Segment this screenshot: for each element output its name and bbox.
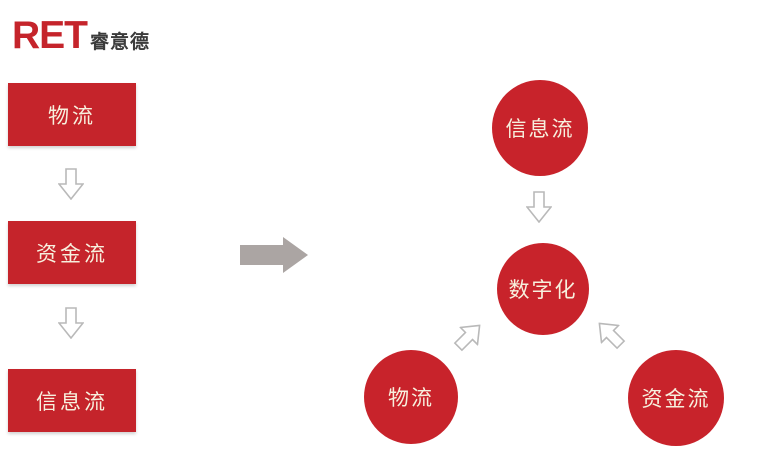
transform-right-arrow-icon: [240, 237, 308, 273]
circle-capital-flow: 资金流: [628, 350, 724, 446]
circle-label: 资金流: [641, 388, 711, 411]
up-left-arrow-icon: [582, 306, 639, 363]
circle-logistics: 物流: [364, 350, 458, 444]
down-arrow-icon: [526, 191, 552, 223]
circle-information-flow: 信息流: [492, 80, 588, 176]
down-arrow-icon: [58, 307, 84, 339]
circle-digitalization: 数字化: [497, 243, 589, 335]
circle-label: 数字化: [508, 279, 578, 302]
brand-logo-cn-text: 睿意德: [90, 32, 151, 53]
brand-logo-text: RET: [12, 14, 88, 57]
flow-box-label: 物流: [48, 104, 96, 128]
brand-logo: RET 睿意德: [12, 16, 150, 55]
flow-box-logistics: 物流: [8, 83, 136, 146]
flow-box-information: 信息流: [8, 369, 136, 432]
flow-box-label: 资金流: [36, 242, 108, 266]
up-right-arrow-icon: [441, 308, 498, 365]
circle-label: 信息流: [505, 118, 575, 141]
down-arrow-icon: [58, 168, 84, 200]
circle-label: 物流: [388, 387, 434, 410]
flow-box-capital: 资金流: [8, 221, 136, 284]
flow-box-label: 信息流: [36, 390, 108, 414]
